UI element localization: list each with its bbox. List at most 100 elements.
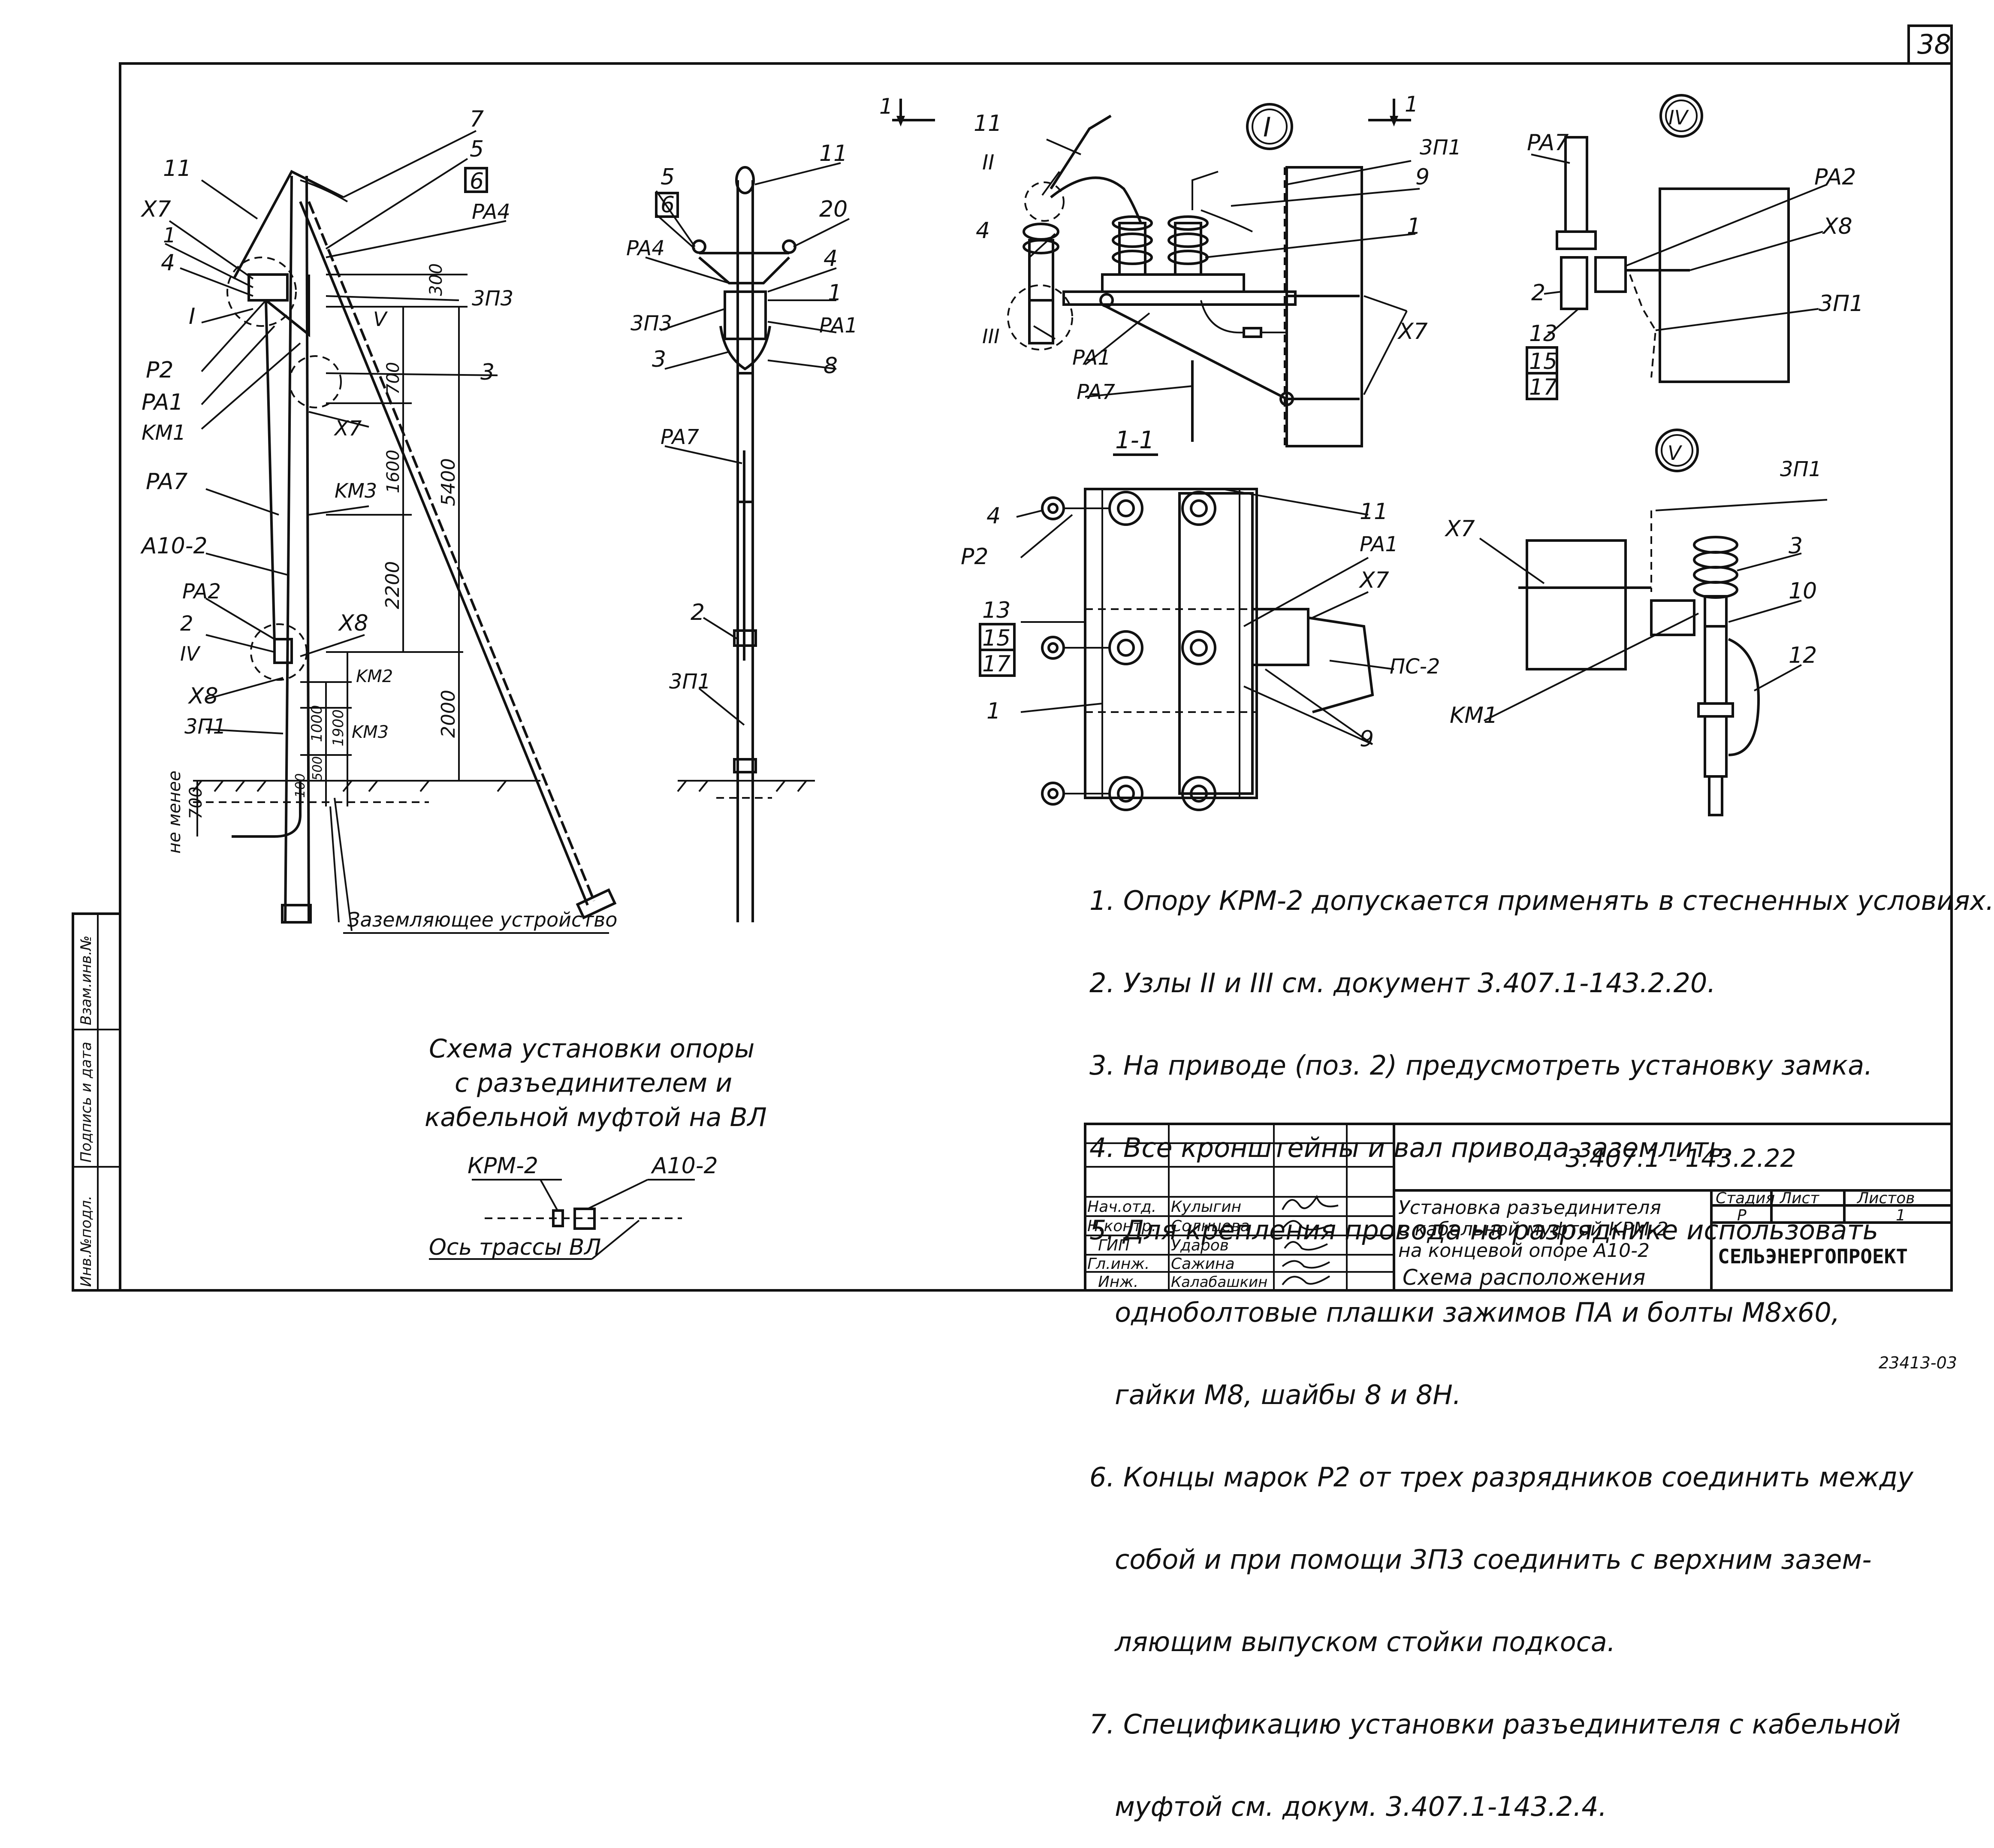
side-label: 3 — [480, 359, 495, 385]
signer-role: Нач.отд. — [1087, 1198, 1156, 1216]
note-item: 6. Концы марок Р2 от трех разрядников со… — [1089, 1461, 1913, 1493]
svg-text:1-1: 1-1 — [1115, 426, 1154, 454]
side-label: X7 — [333, 417, 362, 441]
side-label: IV — [180, 642, 201, 665]
dim-1600: 1600 — [383, 450, 403, 493]
dim-1000: 1000 — [308, 705, 326, 742]
side-label: не менее — [165, 770, 184, 854]
svg-text:V: V — [1668, 441, 1683, 465]
note-item: муфтой см. докум. 3.407.1-143.2.4. — [1089, 1791, 1607, 1822]
node1-label: 1 — [1407, 214, 1421, 239]
side-label: X7 — [140, 196, 171, 222]
node4-label: 17 — [1529, 374, 1557, 400]
dim-100: 100 — [293, 773, 308, 798]
front-label: 11 — [819, 141, 848, 166]
node1-label: X7 — [1397, 319, 1428, 344]
node1-label: 3П1 — [1420, 136, 1461, 160]
scheme-title-1: Схема установки опоры — [429, 1034, 754, 1064]
front-label: 20 — [819, 196, 848, 222]
sheet-number: 38 — [1917, 29, 1951, 60]
dim-300: 300 — [426, 263, 446, 296]
signer-name: Калабашкин — [1171, 1274, 1267, 1291]
note-item: однoболтовые плашки зажимов ПА и болты М… — [1089, 1297, 1840, 1328]
section-label: 11 — [1360, 499, 1388, 525]
dim-2000: 2000 — [437, 690, 459, 738]
node1-label: 4 — [976, 218, 990, 244]
doc-code: 3.407.1 - 143.2.22 — [1566, 1144, 1796, 1173]
side-label: PA7 — [146, 469, 187, 495]
side-label-1: Инв.№подл. — [78, 1196, 95, 1287]
front-label: PA7 — [661, 425, 699, 449]
side-label: 3П1 — [184, 715, 226, 739]
section-label: P2 — [961, 544, 988, 570]
section-label: 13 — [982, 598, 1011, 623]
side-label: P2 — [146, 357, 173, 383]
node4-label: PA2 — [1814, 164, 1856, 190]
side-label: X8 — [187, 683, 218, 709]
side-label: A10-2 — [140, 533, 208, 559]
note-item: 2. Узлы II и III см. документ 3.407.1-14… — [1089, 967, 1716, 999]
front-label: 3 — [652, 347, 666, 372]
front-label: 6 — [661, 192, 675, 218]
side-label: PA1 — [142, 390, 183, 415]
node4-label: 3П1 — [1819, 291, 1864, 317]
section-label: 15 — [982, 625, 1011, 651]
side-label: 700 — [186, 787, 206, 819]
note-item: 4. Все кронштейны и вал привода заземлит… — [1089, 1132, 1733, 1163]
front-view: 11 5 6 20 PA4 4 1 3П3 PA1 3 8 PA7 2 3П1 — [626, 141, 858, 922]
node5-label: 3 — [1789, 533, 1803, 559]
svg-text:1: 1 — [1405, 92, 1418, 117]
node1-label: 11 — [974, 111, 1002, 136]
node-I-detail: I — [974, 103, 1461, 447]
signer-name: Сажина — [1171, 1255, 1235, 1273]
section-label: PA1 — [1360, 532, 1398, 556]
svg-text:1: 1 — [879, 94, 893, 119]
node4-label: X8 — [1822, 214, 1852, 239]
organization: СЕЛЬЭНЕРГОПРОЕКТ — [1718, 1245, 1908, 1268]
side-label: 7 — [470, 106, 484, 132]
scheme-a10: А10-2 — [651, 1153, 718, 1179]
note-item: 3. На приводе (поз. 2) предусмотреть уст… — [1089, 1050, 1873, 1081]
side-label: 1 — [163, 223, 176, 248]
signer-name: Солнцева — [1171, 1217, 1250, 1235]
node4-label: 13 — [1529, 321, 1557, 347]
note-item: собой и при помощи 3П3 соединить с верхн… — [1089, 1544, 1872, 1575]
side-label: 11 — [163, 156, 191, 181]
dim-700: 700 — [383, 362, 403, 395]
side-view: 300 700 1600 5400 2200 2000 1900 1000 50… — [140, 106, 617, 934]
node-V-detail: V 3П1 X7 3 10 12 KM1 — [1444, 429, 1828, 816]
doc-title-2: с кабельной муфтой КРМ-2 — [1398, 1218, 1668, 1240]
node1-label: 9 — [1415, 164, 1430, 190]
side-stamp — [72, 912, 121, 1292]
title-block: 3.407.1 - 143.2.22 Установка разъедините… — [1084, 1123, 1953, 1292]
drawing-sheet: 38 23413-03 Инв.№подл. Подпись и дата Вз… — [72, 24, 1957, 1372]
side-label: KM3 — [335, 479, 377, 502]
front-label: 8 — [824, 353, 838, 379]
sheet-frame — [119, 62, 1953, 1292]
signer-name: Кулыгин — [1171, 1198, 1241, 1216]
front-label: 3П1 — [669, 670, 711, 694]
node1-label: II — [982, 151, 994, 175]
side-label: KM3 — [352, 722, 389, 742]
dim-1900: 1900 — [330, 709, 347, 746]
scheme-axis: Ось трассы ВЛ — [429, 1235, 601, 1260]
section-1-1: 1-1 — [961, 426, 1440, 811]
node4-label: PA7 — [1527, 130, 1569, 156]
note-item: 1. Опору КРМ-2 допускается применять в с… — [1089, 885, 1994, 916]
side-label: KM2 — [356, 667, 393, 686]
installation-scheme: Схема установки опоры с разъединителем и… — [425, 1034, 767, 1260]
node4-label: 15 — [1529, 349, 1557, 374]
side-label: 2 — [180, 612, 193, 636]
sheets-value: 1 — [1896, 1207, 1906, 1224]
svg-text:I: I — [1263, 112, 1271, 143]
signer-role: Инж. — [1098, 1273, 1138, 1291]
note-item: 5. Для крепления провода на разряднике и… — [1089, 1214, 1879, 1246]
node1-label: PA7 — [1077, 380, 1115, 404]
section-label: 1 — [986, 698, 1001, 724]
front-label: 4 — [824, 246, 838, 272]
scheme-krm: КРМ-2 — [468, 1153, 538, 1179]
note-item: гайки М8, шайбы 8 и 8Н. — [1089, 1379, 1461, 1410]
sheet-header: Лист — [1779, 1190, 1819, 1207]
signer-name: Ударов — [1171, 1237, 1229, 1254]
side-label: 5 — [470, 136, 484, 162]
